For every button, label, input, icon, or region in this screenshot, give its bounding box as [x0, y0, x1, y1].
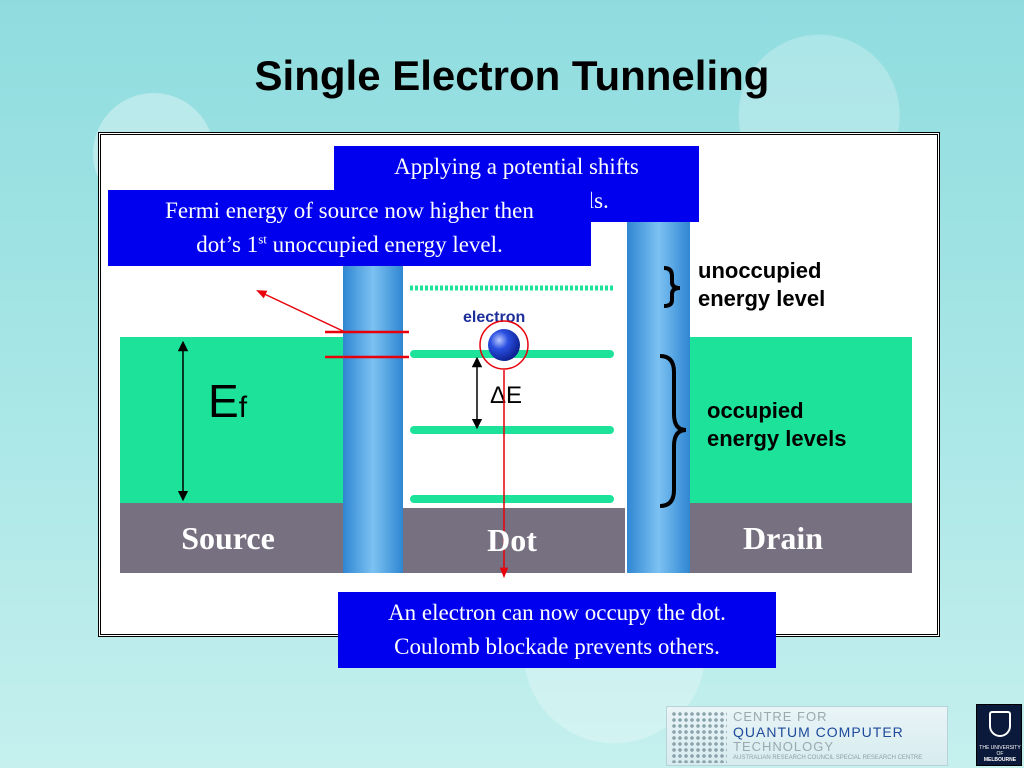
electron-occupy-callout: An electron can now occupy the dot. Coul… [338, 592, 776, 668]
unoccupied-brace [663, 266, 681, 308]
delta-e-label: ΔE [490, 382, 522, 409]
source-base [120, 503, 343, 573]
drain-fermi-sea [690, 337, 912, 503]
dot-label: Dot [487, 522, 537, 558]
ccqt-line3: TECHNOLOGY [733, 739, 835, 754]
fermi-callout-line1: Fermi energy of source now higher then [165, 198, 534, 223]
electron-callout-line2: Coulomb blockade prevents others. [394, 634, 720, 659]
fermi-energy-callout: Fermi energy of source now higher then d… [108, 190, 591, 266]
fermi-pointer-arrow [256, 290, 346, 333]
ccqt-logo: CENTRE FOR QUANTUM COMPUTER TECHNOLOGY A… [666, 706, 948, 766]
drain-label: Drain [743, 520, 823, 556]
occupied-label-line2: energy levels [707, 426, 846, 451]
ef-label: Ef [208, 375, 248, 427]
dot-base [403, 508, 625, 573]
potential-callout-line1: Applying a potential shifts [394, 154, 639, 179]
left-tunnel-barrier [343, 262, 403, 573]
ccqt-line2: QUANTUM COMPUTER [733, 724, 904, 740]
ccqt-line1: CENTRE FOR [733, 709, 828, 724]
drain-base [690, 503, 912, 573]
right-tunnel-barrier [627, 222, 690, 573]
source-label: Source [181, 520, 275, 556]
page-title: Single Electron Tunneling [254, 52, 770, 99]
source-fermi-sea [120, 337, 343, 503]
unoccupied-label-line1: unoccupied [698, 258, 821, 283]
electron-ball [488, 329, 520, 361]
occupied-label-line1: occupied [707, 398, 804, 423]
electron-callout-line1: An electron can now occupy the dot. [388, 600, 726, 625]
crest-icon [989, 711, 1011, 737]
electron-highlight-ring [479, 320, 529, 370]
unoccupied-label-line2: energy level [698, 286, 825, 311]
ccqt-line4: AUSTRALIAN RESEARCH COUNCIL SPECIAL RESE… [733, 755, 923, 761]
fermi-callout-line2: dot’s 1st unoccupied energy level. [196, 231, 503, 257]
university-melbourne-logo: THE UNIVERSITY OF MELBOURNE [976, 704, 1022, 766]
uom-text: THE UNIVERSITY OF MELBOURNE [979, 745, 1021, 763]
ccqt-dot-grid [671, 711, 727, 763]
occupied-brace [659, 354, 687, 508]
